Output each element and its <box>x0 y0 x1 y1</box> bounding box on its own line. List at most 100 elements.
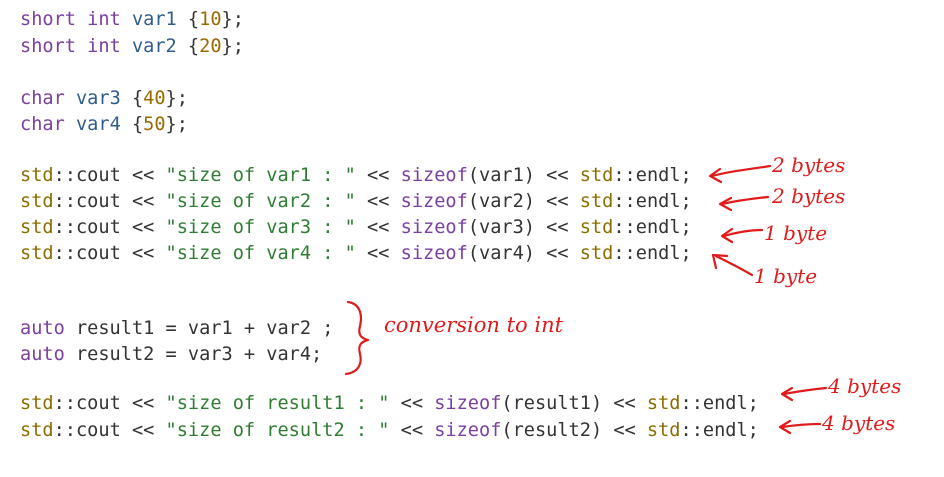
namespace: std <box>579 217 614 238</box>
code-line-9: auto result1 = var1 + var2 ; <box>20 317 333 341</box>
namespace: std <box>579 243 614 264</box>
code-line-1: short int var1 {10}; <box>20 8 244 32</box>
arrow-1-head <box>708 167 723 184</box>
code-line-2: short int var2 {20}; <box>20 35 244 59</box>
brace: { <box>120 88 144 109</box>
operator: << <box>120 217 166 238</box>
operator: << <box>355 243 401 264</box>
identifier: var4 <box>75 114 121 135</box>
arrow-4 <box>714 254 754 277</box>
brace: }; <box>165 114 188 135</box>
identifier: var2 <box>131 36 177 57</box>
stream: ::cout <box>53 165 121 186</box>
namespace: std <box>579 165 614 186</box>
endl: ::endl; <box>680 420 759 441</box>
number-literal: 10 <box>199 9 222 30</box>
argument: (result1) <box>501 393 603 414</box>
number-literal: 50 <box>143 114 166 135</box>
annotation-4-bytes-1: 4 bytes <box>827 374 901 398</box>
operator: << <box>120 420 166 441</box>
annotation-2-bytes-2: 2 bytes <box>771 184 845 208</box>
keyword: short int <box>20 36 121 57</box>
brace: { <box>176 9 200 30</box>
code-line-6: std::cout << "size of var2 : " << sizeof… <box>20 190 692 214</box>
code-line-12: std::cout << "size of result2 : " << siz… <box>20 419 759 443</box>
expression: result1 = var1 + var2 ; <box>64 318 334 339</box>
stream: ::cout <box>53 420 121 441</box>
code-line-8: std::cout << "size of var4 : " << sizeof… <box>20 242 692 266</box>
function-name: sizeof <box>400 243 468 264</box>
operator: << <box>534 191 580 212</box>
string-literal: "size of var3 : " <box>165 217 356 238</box>
code-line-11: std::cout << "size of result1 : " << siz… <box>20 392 759 416</box>
annotation-1-byte-2: 1 byte <box>754 264 817 288</box>
function-name: sizeof <box>434 420 502 441</box>
arrow-6-head <box>778 419 792 435</box>
endl: ::endl; <box>613 217 692 238</box>
endl: ::endl; <box>613 243 692 264</box>
code-line-7: std::cout << "size of var3 : " << sizeof… <box>20 216 692 240</box>
operator: << <box>602 393 647 414</box>
operator: << <box>534 165 580 186</box>
operator: << <box>602 420 647 441</box>
operator: << <box>120 191 166 212</box>
namespace: std <box>20 217 54 238</box>
code-line-10: auto result2 = var3 + var4; <box>20 343 322 367</box>
arrow-5-head <box>780 386 794 402</box>
annotation-4-bytes-2: 4 bytes <box>821 411 895 435</box>
keyword: char <box>20 88 65 109</box>
arrow-2-head <box>718 196 733 212</box>
annotation-1-byte-1: 1 byte <box>764 221 827 245</box>
curly-brace <box>344 300 370 376</box>
number-literal: 20 <box>199 36 222 57</box>
string-literal: "size of var4 : " <box>165 243 356 264</box>
arrow-5 <box>782 386 828 396</box>
namespace: std <box>646 393 681 414</box>
arrow-3 <box>722 228 764 238</box>
argument: (result2) <box>501 420 603 441</box>
function-name: sizeof <box>434 393 502 414</box>
arrow-1 <box>710 164 772 178</box>
string-literal: "size of result2 : " <box>165 420 390 441</box>
operator: << <box>120 393 166 414</box>
namespace: std <box>20 191 54 212</box>
identifier: var3 <box>75 88 121 109</box>
endl: ::endl; <box>680 393 759 414</box>
namespace: std <box>20 243 54 264</box>
stream: ::cout <box>53 393 121 414</box>
namespace: std <box>20 393 54 414</box>
function-name: sizeof <box>400 191 468 212</box>
function-name: sizeof <box>400 165 468 186</box>
arrow-2 <box>720 195 770 206</box>
brace: }; <box>165 88 188 109</box>
arrow-4-head <box>711 253 729 270</box>
namespace: std <box>579 191 614 212</box>
string-literal: "size of var1 : " <box>165 165 356 186</box>
annotation-2-bytes-1: 2 bytes <box>771 153 845 177</box>
arrow-6 <box>780 422 822 429</box>
operator: << <box>120 165 166 186</box>
operator: << <box>389 393 435 414</box>
keyword: short int <box>20 9 121 30</box>
namespace: std <box>646 420 681 441</box>
operator: << <box>534 217 580 238</box>
string-literal: "size of var2 : " <box>165 191 356 212</box>
keyword: auto <box>20 318 65 339</box>
annotation-conversion: conversion to int <box>384 313 564 337</box>
keyword: char <box>20 114 65 135</box>
operator: << <box>355 165 401 186</box>
namespace: std <box>20 420 54 441</box>
code-line-5: std::cout << "size of var1 : " << sizeof… <box>20 164 692 188</box>
brace: { <box>176 36 200 57</box>
operator: << <box>534 243 580 264</box>
code-line-4: char var4 {50}; <box>20 113 188 137</box>
code-line-3: char var3 {40}; <box>20 87 188 111</box>
identifier: var1 <box>131 9 177 30</box>
brace: }; <box>221 36 244 57</box>
argument: (var2) <box>467 191 535 212</box>
argument: (var3) <box>467 217 535 238</box>
namespace: std <box>20 165 54 186</box>
operator: << <box>120 243 166 264</box>
